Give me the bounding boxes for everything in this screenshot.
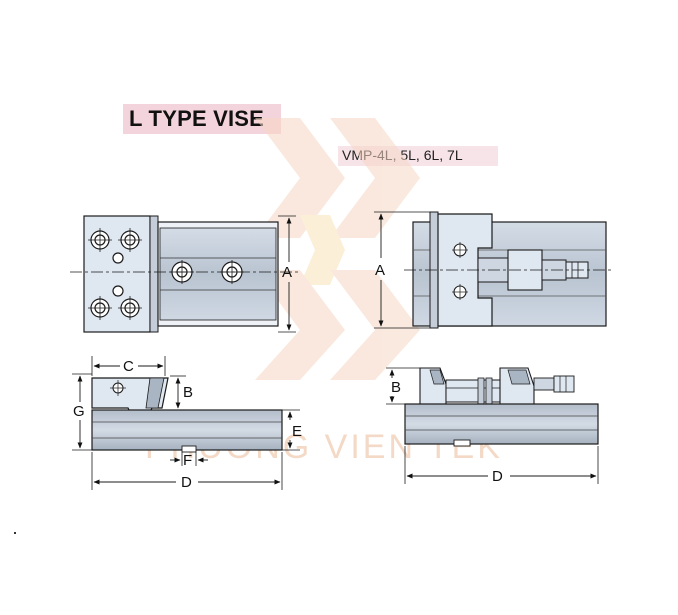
dim-D-label-right: D	[492, 468, 503, 485]
top-view-right: A	[374, 211, 612, 329]
title-text: L TYPE VISE	[129, 106, 265, 131]
dim-G-label: G	[73, 403, 85, 420]
title-label: L TYPE VISE	[123, 104, 281, 134]
stray-dot	[14, 532, 16, 534]
dim-C-label: C	[123, 358, 134, 375]
watermark-logo	[255, 118, 420, 380]
dim-A-label-right: A	[375, 262, 385, 279]
side-view-right: B D	[386, 367, 599, 485]
dim-A-label-left: A	[282, 264, 292, 281]
dim-B-label-left: B	[183, 384, 193, 401]
side-view-left: C B G E F	[72, 356, 302, 491]
dim-E-label: E	[292, 423, 302, 440]
dim-B-label-right: B	[391, 379, 401, 396]
dim-F-label: F	[183, 452, 192, 469]
top-view-left: A	[70, 215, 300, 333]
dim-D-label-left: D	[181, 474, 192, 491]
